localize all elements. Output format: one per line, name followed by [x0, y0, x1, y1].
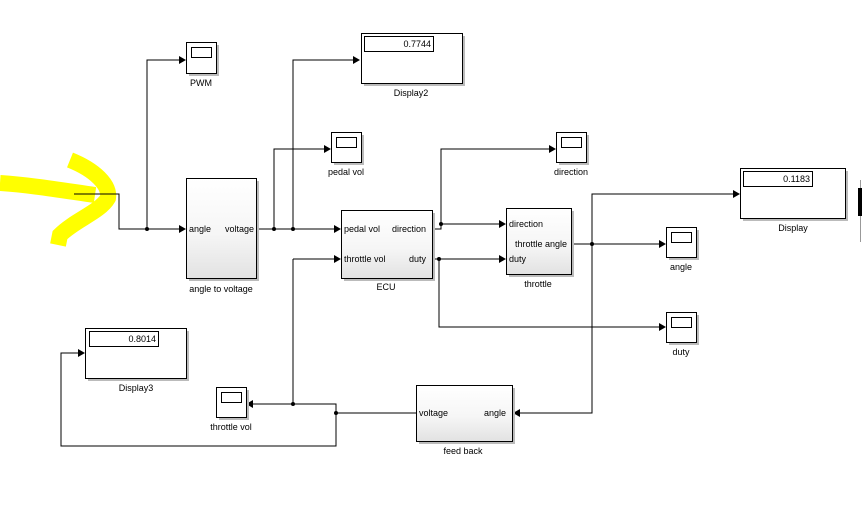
- scope-pedal-vol[interactable]: [331, 132, 362, 163]
- scope-pwm[interactable]: [186, 42, 217, 74]
- scope-angle[interactable]: [666, 227, 697, 258]
- port-angle-in: angle: [483, 408, 506, 418]
- display-value: 0.1183: [743, 171, 813, 187]
- offscreen-block-edge: [858, 180, 862, 242]
- port-pedal-vol-in: pedal vol: [344, 224, 381, 234]
- block-label-feed-back: feed back: [443, 446, 483, 456]
- block-ecu-shape: [341, 210, 435, 281]
- block-label-throttle: throttle: [524, 279, 552, 289]
- scope-label-throttle-vol: throttle vol: [210, 422, 252, 432]
- scope-duty[interactable]: [666, 312, 697, 343]
- signal-wires: [60, 59, 737, 447]
- port-voltage-out: voltage: [224, 224, 254, 234]
- port-direction-in: direction: [509, 219, 544, 229]
- port-throttle-angle-out: throttle angle: [514, 239, 567, 249]
- port-duty-in: duty: [509, 254, 527, 264]
- arrowheads: [78, 56, 740, 417]
- scope-label-direction: direction: [553, 167, 589, 177]
- port-voltage-out: voltage: [419, 408, 449, 418]
- display2-label: Display2: [393, 88, 429, 98]
- port-angle-in: angle: [189, 224, 212, 234]
- block-feed-back-shape: [416, 385, 515, 444]
- display-label: Display: [778, 223, 808, 233]
- display3-label: Display3: [118, 383, 154, 393]
- display2-value: 0.7744: [364, 36, 434, 52]
- block-ecu[interactable]: [341, 210, 433, 279]
- display3-value: 0.8014: [89, 331, 159, 347]
- block-label-ecu: ECU: [376, 282, 396, 292]
- scope-label-pedal-vol: pedal vol: [327, 167, 365, 177]
- block-throttle-shape: [506, 208, 574, 277]
- block-label-angle-to-voltage: angle to voltage: [189, 284, 253, 294]
- port-direction-out: direction: [391, 224, 426, 234]
- scope-direction[interactable]: [556, 132, 587, 163]
- scope-label-angle: angle: [669, 262, 693, 272]
- port-throttle-vol-in: throttle vol: [344, 254, 386, 264]
- block-angle-to-voltage-shape: [186, 178, 259, 281]
- yellow-arrow-annotation: [0, 152, 117, 247]
- port-duty-out: duty: [408, 254, 426, 264]
- scope-label-duty: duty: [672, 347, 690, 357]
- scope-shapes: [186, 42, 699, 420]
- scope-throttle-vol[interactable]: [216, 387, 247, 418]
- scope-label-pwm: PWM: [190, 78, 212, 88]
- junction-dots: [145, 222, 594, 415]
